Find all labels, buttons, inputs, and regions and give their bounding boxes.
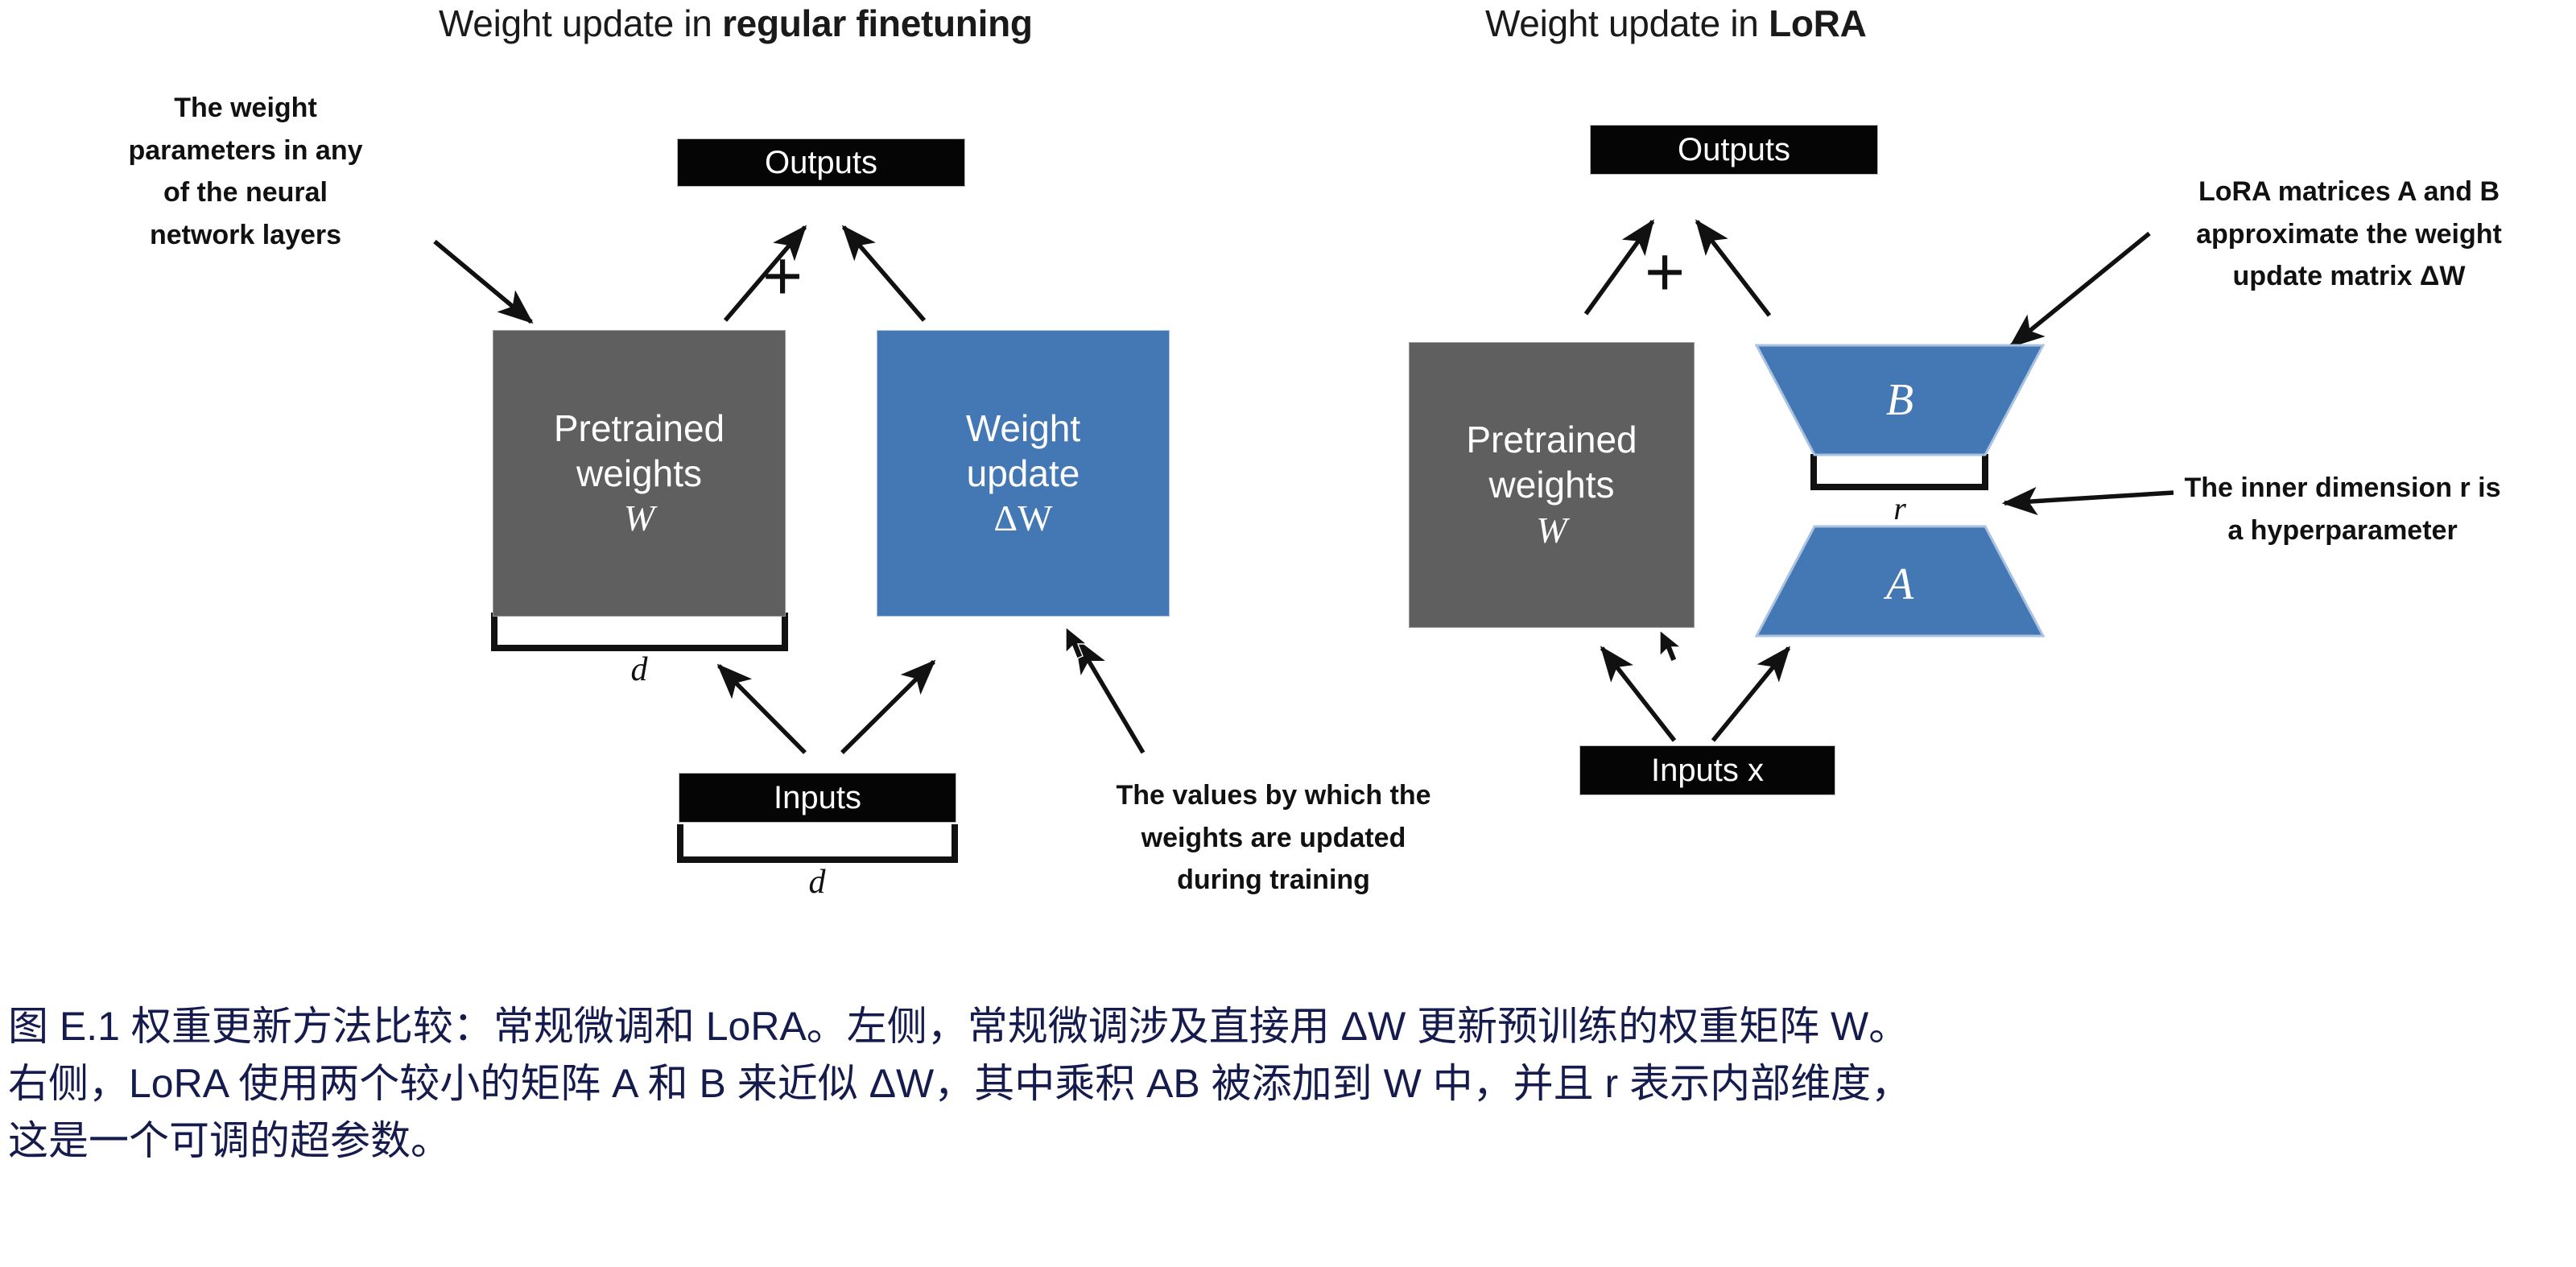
pretrained-weights-box-right-l1: Pretrained xyxy=(1466,419,1637,461)
figure-caption-line-3: 这是一个可调的超参数。 xyxy=(8,1118,451,1163)
panel-title-right-strong: LoRA xyxy=(1769,2,1867,44)
dim-label-d-inputs: d xyxy=(808,864,826,901)
bracket-r xyxy=(1810,454,1988,490)
annotation-inner-dimension: The inner dimension r is a hyperparamete… xyxy=(2109,467,2576,551)
plus-sign-right: + xyxy=(1645,233,1686,311)
arrow-pretrained-to-outputs xyxy=(723,225,807,322)
pretrained-weights-box-right-l2: weights xyxy=(1488,464,1615,506)
arrow-annotation-to-update xyxy=(1074,638,1146,754)
pretrained-weights-box-left[interactable]: Pretrained weights W xyxy=(493,330,786,617)
arrow-annotation-to-r xyxy=(2001,486,2174,516)
weight-update-box-left-l1: Weight xyxy=(965,407,1081,449)
arrow-right-inputs-to-lora xyxy=(1711,646,1791,742)
annotation-weight-parameters-l3: of the neural xyxy=(163,177,328,208)
inputs-box-left-label: Inputs xyxy=(774,779,861,815)
annotation-lora-matrices-l3: update matrix ΔW xyxy=(2232,261,2466,292)
plus-sign-left: + xyxy=(762,237,803,315)
arrow-update-to-outputs xyxy=(841,225,927,322)
inputs-box-right-label: Inputs x xyxy=(1650,752,1765,788)
panel-title-right-prefix: Weight update in xyxy=(1485,2,1769,44)
annotation-lora-matrices-l1: LoRA matrices A and B xyxy=(2198,176,2500,207)
pretrained-weights-box-right[interactable]: Pretrained weights W xyxy=(1409,342,1695,628)
annotation-values-updated-l2: weights are updated xyxy=(1141,822,1406,853)
outputs-box-right-label: Outputs xyxy=(1677,131,1791,167)
annotation-weight-parameters-l1: The weight xyxy=(174,93,317,123)
pretrained-weights-box-left-symbol: W xyxy=(623,497,655,539)
arrow-annotation-to-b xyxy=(2008,231,2151,349)
annotation-inner-dimension-l1: The inner dimension r is xyxy=(2184,473,2501,503)
arrow-right-inputs-to-pretrained xyxy=(1600,646,1677,742)
weight-update-box-left-l2: update xyxy=(966,452,1080,494)
inputs-box-left[interactable]: Inputs xyxy=(679,773,956,823)
weight-update-box-left-symbol: ΔW xyxy=(993,497,1053,539)
annotation-weight-parameters: The weight parameters in any of the neur… xyxy=(85,87,407,257)
weight-update-box-left[interactable]: Weight update ΔW xyxy=(877,330,1170,617)
lora-matrix-b-label: B xyxy=(1885,375,1914,425)
figure-area: Weight update in regular finetuning Weig… xyxy=(85,2,2576,902)
figure-caption-line-1: 图 E.1 权重更新方法比较：常规微调和 LoRA。左侧，常规微调涉及直接用 Δ… xyxy=(8,1004,1909,1049)
annotation-lora-matrices-l2: approximate the weight xyxy=(2196,218,2502,250)
annotation-values-updated-l1: The values by which the xyxy=(1116,780,1431,811)
figure-caption: 图 E.1 权重更新方法比较：常规微调和 LoRA。左侧，常规微调涉及直接用 Δ… xyxy=(8,998,2576,1170)
annotation-values-updated: The values by which the weights are upda… xyxy=(992,774,1555,902)
panel-title-left: Weight update in regular finetuning xyxy=(439,2,1033,45)
annotation-weight-parameters-l4: network layers xyxy=(149,220,342,251)
dim-label-d-weights: d xyxy=(630,651,648,688)
connector-layer xyxy=(433,219,2174,863)
outputs-box-right[interactable]: Outputs xyxy=(1590,125,1878,175)
lora-matrix-a-label: A xyxy=(1885,559,1914,609)
arrow-right-pretrained-to-outputs xyxy=(1583,219,1655,316)
panel-title-left-prefix: Weight update in xyxy=(439,2,723,44)
panel-title-left-strong: regular finetuning xyxy=(722,2,1033,44)
panel-title-right: Weight update in LoRA xyxy=(1485,2,1867,45)
annotation-lora-matrices: LoRA matrices A and B approximate the we… xyxy=(2124,171,2574,298)
lora-matrix-b[interactable]: B xyxy=(1755,344,2045,456)
annotation-weight-parameters-l2: parameters in any xyxy=(128,134,363,166)
arrow-inputs-to-update xyxy=(840,659,936,754)
arrow-right-lora-to-outputs xyxy=(1695,219,1772,317)
pretrained-weights-box-left-l2: weights xyxy=(576,452,702,494)
arrow-inputs-to-pretrained xyxy=(716,663,807,754)
mouse-cursor-left xyxy=(1065,626,1088,659)
dim-label-r: r xyxy=(1893,490,1906,526)
lora-matrix-a[interactable]: A xyxy=(1755,525,2045,638)
annotation-inner-dimension-l2: a hyperparameter xyxy=(2227,514,2458,546)
annotation-values-updated-l3: during training xyxy=(1177,865,1370,896)
arrow-annotation-to-pretrained xyxy=(433,239,534,324)
figure-caption-line-2: 右侧，LoRA 使用两个较小的矩阵 A 和 B 来近似 ΔW，其中乘积 AB 被… xyxy=(8,1061,1912,1106)
pretrained-weights-box-right-symbol: W xyxy=(1536,509,1567,551)
mouse-cursor-right xyxy=(1659,629,1682,662)
pretrained-weights-box-left-l1: Pretrained xyxy=(553,407,725,449)
inputs-box-right[interactable]: Inputs x xyxy=(1579,745,1835,795)
outputs-box-left-label: Outputs xyxy=(764,144,878,180)
bracket-d-inputs xyxy=(677,824,958,863)
bracket-d-weights xyxy=(491,613,788,651)
outputs-box-left[interactable]: Outputs xyxy=(677,138,965,187)
